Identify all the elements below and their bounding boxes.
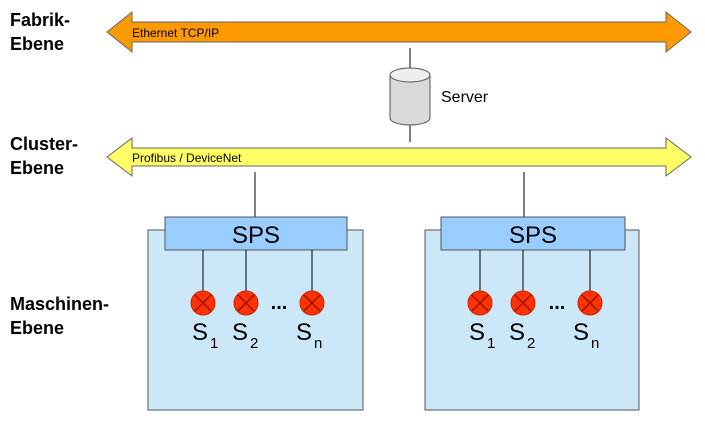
sensor-icon (467, 290, 493, 316)
sensor-icon (190, 290, 216, 316)
level-label-fabrik-line1: Fabrik- (10, 10, 70, 30)
sps-box (164, 216, 348, 251)
sensor-icon (233, 290, 259, 316)
sensor-icon (577, 290, 603, 316)
level-label-fabrik-line2: Ebene (10, 34, 64, 54)
sensor-icon (299, 290, 325, 316)
level-label-cluster-line2: Ebene (10, 158, 64, 178)
level-label-cluster-line1: Cluster- (10, 134, 78, 154)
machine-box (147, 229, 364, 411)
sps-label: SPS (509, 222, 557, 249)
machine-box (424, 229, 640, 411)
ethernet-bus-label: Ethernet TCP/IP (132, 26, 219, 40)
level-label-maschinen-line2: Ebene (10, 318, 64, 338)
sensor-icon (510, 290, 536, 316)
profibus-bus-arrow (106, 136, 692, 178)
level-label-maschinen-line1: Maschinen- (10, 294, 109, 314)
database-cylinder-icon (389, 67, 431, 126)
server-label: Server (441, 89, 489, 106)
ethernet-bus-arrow (106, 10, 692, 54)
sps-box (440, 216, 626, 251)
sensor-ellipsis: ... (271, 292, 288, 314)
sensor-ellipsis: ... (549, 292, 566, 314)
profibus-bus-label: Profibus / DeviceNet (132, 151, 242, 165)
sps-label: SPS (232, 222, 280, 249)
